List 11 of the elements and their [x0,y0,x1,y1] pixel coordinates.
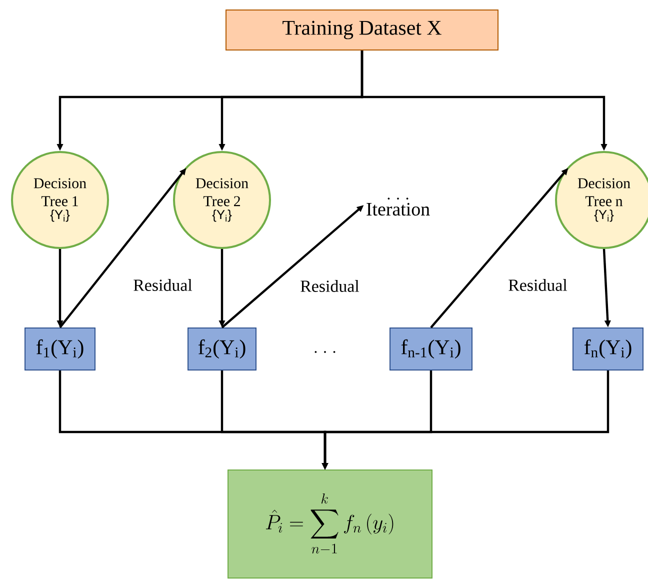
function-box: f$_{1}$(Y$_{i}$) [24,328,96,370]
edge-label: Residual [132,278,194,292]
function-box: f$_{n}$(Y$_{i}$) [572,328,644,370]
edge-label: Residual [299,279,360,293]
edge-label: Residual [507,278,568,292]
function-box: f$_{n-1}$(Y$_{i}$) [390,328,472,370]
dataset-box: Training Dataset X [226,10,498,50]
function-box: f$_{2}$(Y$_{i}$) [188,328,256,370]
ellipsis: . . . [314,351,336,353]
formula-box: $\hat{P}_i = \sum_{n-1}^{k} f_n \, (y_i)$ [228,470,432,578]
iteration-text: . . . Iteration [366,198,430,216]
